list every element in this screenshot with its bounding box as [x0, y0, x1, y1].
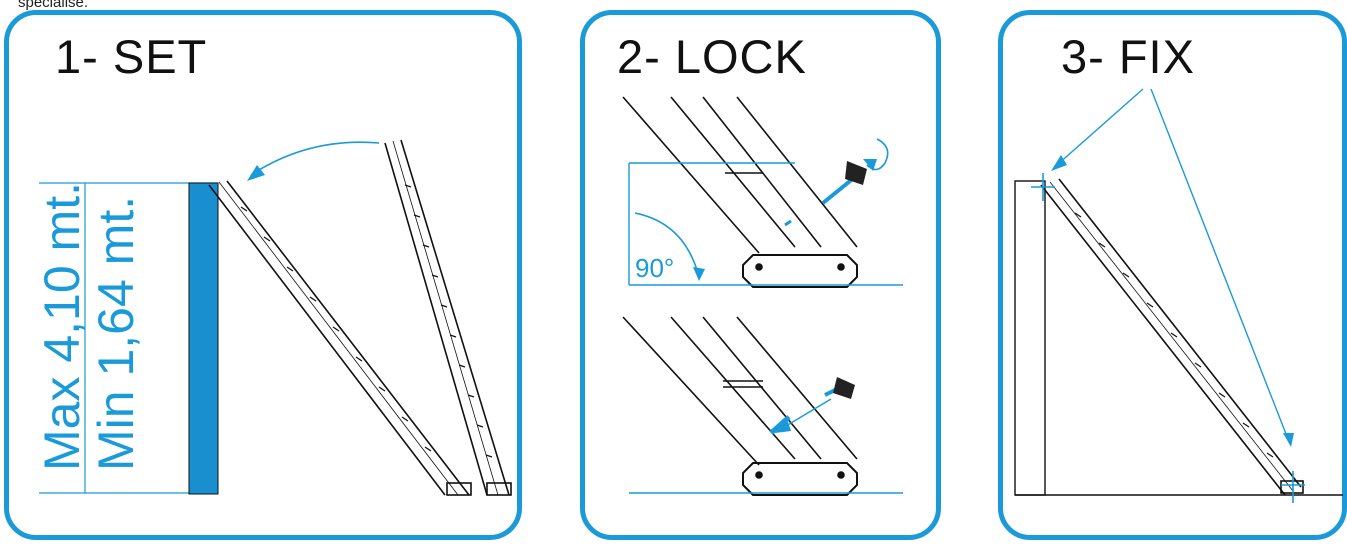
- angle-arc: [634, 212, 700, 278]
- knob-handle-bottom: [833, 377, 855, 399]
- step-panel-set: 1- SET Max 4,10 mt. Min 1,64 mt.: [4, 10, 522, 540]
- lock-detail-top: [622, 96, 858, 288]
- leaning-ladder: [208, 180, 472, 496]
- angle-label: 90°: [635, 253, 674, 283]
- fix-pointer-top: [1056, 88, 1144, 166]
- knob-handle-top: [845, 161, 867, 185]
- lock-detail-bottom: [622, 316, 858, 496]
- set-illustration: Max 4,10 mt. Min 1,64 mt.: [34, 139, 512, 496]
- fix-pointer-top-head: [1051, 155, 1067, 171]
- fix-pointer-bottom-head: [1283, 433, 1294, 447]
- rotate-arrowhead-icon: [863, 159, 877, 171]
- lock-illustration: 90°: [622, 96, 903, 496]
- upright-ladder: [384, 139, 512, 496]
- pin-engaged: [769, 415, 791, 435]
- fix-pointer-bottom: [1150, 88, 1289, 440]
- step-panel-fix: 3- FIX: [998, 10, 1347, 540]
- knob-shaft-top: [821, 175, 857, 205]
- angle-arrowhead: [693, 267, 705, 281]
- push-arrow: [780, 398, 832, 430]
- header-fragment: specialise.: [18, 0, 89, 11]
- panel-title-lock: 2- LOCK: [617, 30, 807, 83]
- panel-title-set: 1- SET: [55, 30, 208, 83]
- dim-max-label: Max 4,10 mt.: [34, 182, 90, 471]
- rotation-arrowhead: [247, 165, 265, 181]
- fix-illustration: [1014, 88, 1343, 503]
- fix-ladder: [1040, 178, 1304, 496]
- fix-wall: [1014, 180, 1046, 496]
- dim-min-label: Min 1,64 mt.: [88, 196, 144, 471]
- pin-marker: [784, 219, 792, 227]
- wall-block: [188, 182, 219, 495]
- push-arrowhead: [775, 419, 791, 433]
- panel-title-fix: 3- FIX: [1061, 30, 1195, 83]
- step-panel-lock: 2- LOCK 90°: [580, 10, 941, 540]
- rotation-arrow: [250, 141, 380, 176]
